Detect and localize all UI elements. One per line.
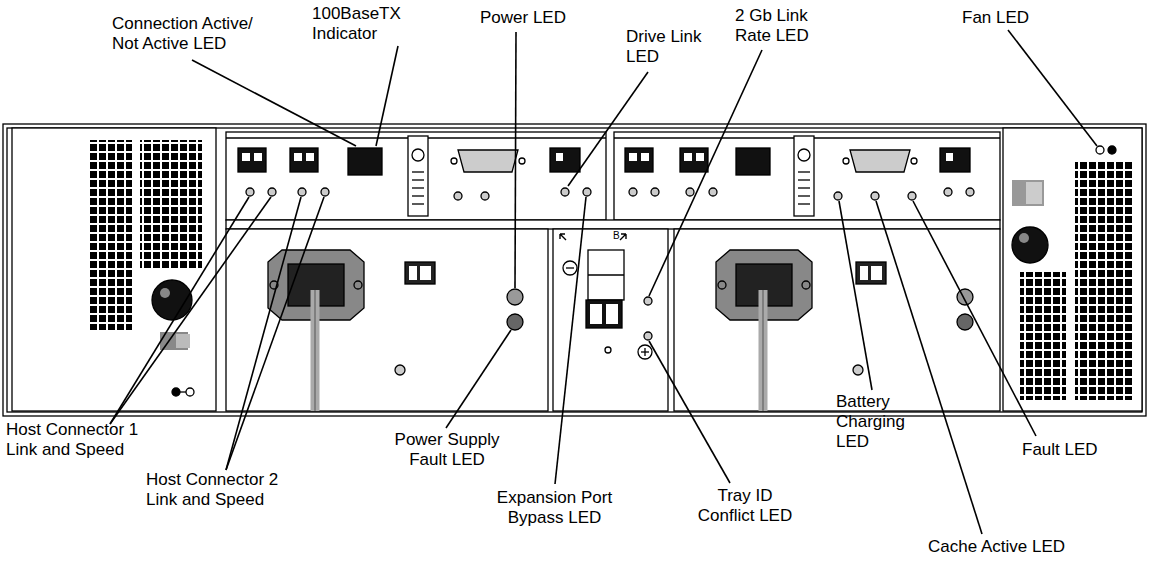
callout-label: Power Supply Fault LED [388, 430, 506, 470]
callout-label: Cache Active LED [928, 537, 1065, 557]
callout-label: Connection Active/ Not Active LED [112, 14, 277, 54]
callout-label: 2 Gb Link Rate LED [735, 6, 825, 46]
callout-label: Drive Link LED [626, 27, 716, 67]
callout-label: Host Connector 1 Link and Speed [6, 420, 156, 460]
callout-label: Power LED [480, 8, 566, 28]
callout-label: 100BaseTX Indicator [312, 4, 407, 44]
callout-label: Battery Charging LED [836, 392, 918, 452]
module-letter: B [613, 230, 620, 242]
callout-label: Host Connector 2 Link and Speed [146, 470, 296, 510]
callout-label: Fault LED [1022, 440, 1098, 460]
callout-label: Tray ID Conflict LED [690, 486, 800, 526]
callout-label: Fan LED [962, 8, 1029, 28]
callout-label: Expansion Port Bypass LED [482, 488, 627, 528]
